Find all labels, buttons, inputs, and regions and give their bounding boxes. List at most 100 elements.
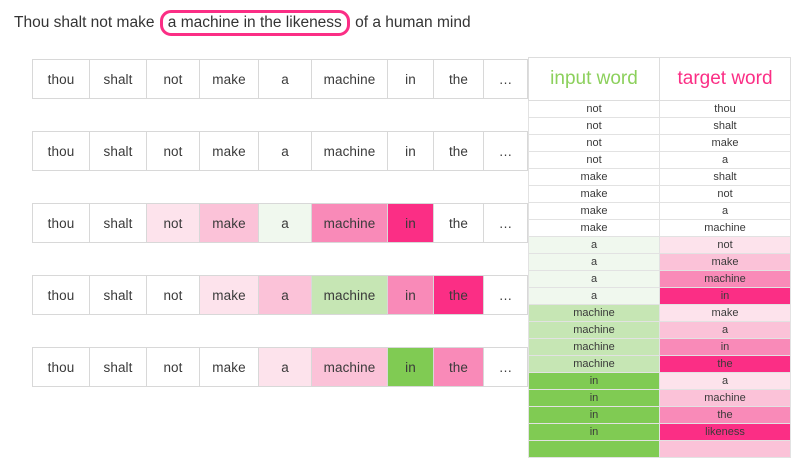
word-cell: shalt <box>89 203 146 243</box>
cell-target-word: make <box>659 253 791 271</box>
cell-target-word: shalt <box>659 168 791 186</box>
cell-input-word: make <box>528 168 660 186</box>
word-cell: the <box>433 59 483 99</box>
cell-input-word: not <box>528 151 660 169</box>
word-cell: not <box>146 347 199 387</box>
cell-target-word: not <box>659 185 791 203</box>
cell-target-word: a <box>659 372 791 390</box>
word-cell: make <box>199 131 258 171</box>
cell-target-word: the <box>659 355 791 373</box>
cell-target-word: in <box>659 287 791 305</box>
title-highlight-box: a machine in the likeness <box>159 9 350 37</box>
cell-input-word: make <box>528 202 660 220</box>
word-cell: not <box>146 131 199 171</box>
column-header-target-word: target word <box>659 57 791 101</box>
title-prefix: Thou shalt not make <box>14 14 155 31</box>
word-cell: in <box>387 347 433 387</box>
table-header-row: input word target word <box>528 57 791 101</box>
cell-input-word: a <box>528 236 660 254</box>
cell-target-word: machine <box>659 389 791 407</box>
word-cell: the <box>433 347 483 387</box>
word-cell: make <box>199 59 258 99</box>
word-cell: make <box>199 347 258 387</box>
word-cell: … <box>483 59 528 99</box>
word-cell: the <box>433 275 483 315</box>
word-cell: shalt <box>89 131 146 171</box>
word-cell: … <box>483 131 528 171</box>
word-cell: in <box>387 275 433 315</box>
word-cell: thou <box>32 347 89 387</box>
word-cell: make <box>199 203 258 243</box>
cell-input-word: machine <box>528 355 660 373</box>
cell-input-word <box>528 440 660 458</box>
cell-target-word: a <box>659 202 791 220</box>
word-cell: not <box>146 275 199 315</box>
cell-target-word: not <box>659 236 791 254</box>
cell-input-word: make <box>528 219 660 237</box>
cell-target-word: a <box>659 151 791 169</box>
cell-input-word: not <box>528 117 660 135</box>
cell-target-word: shalt <box>659 117 791 135</box>
word-cell: machine <box>311 203 387 243</box>
cell-input-word: in <box>528 389 660 407</box>
cell-input-word: in <box>528 423 660 441</box>
cell-target-word: machine <box>659 219 791 237</box>
cell-input-word: machine <box>528 321 660 339</box>
cell-target-word <box>659 440 791 458</box>
cell-input-word: a <box>528 270 660 288</box>
word-cell: machine <box>311 275 387 315</box>
word-cell: shalt <box>89 275 146 315</box>
column-header-input-word: input word <box>528 57 660 101</box>
cell-input-word: a <box>528 253 660 271</box>
word-cell: a <box>258 131 311 171</box>
page-title: Thou shalt not make a machine in the lik… <box>14 8 471 38</box>
word-cell: machine <box>311 347 387 387</box>
word-cell: in <box>387 203 433 243</box>
cell-input-word: machine <box>528 304 660 322</box>
word-cell: a <box>258 203 311 243</box>
cell-target-word: make <box>659 304 791 322</box>
cell-input-word: a <box>528 287 660 305</box>
word-cell: the <box>433 131 483 171</box>
word-cell: … <box>483 275 528 315</box>
cell-input-word: not <box>528 134 660 152</box>
word-cell: machine <box>311 59 387 99</box>
cell-input-word: in <box>528 406 660 424</box>
cell-input-word: make <box>528 185 660 203</box>
cell-target-word: make <box>659 134 791 152</box>
word-cell: in <box>387 59 433 99</box>
cell-target-word: the <box>659 406 791 424</box>
table-row <box>528 440 791 458</box>
title-suffix: of a human mind <box>355 14 471 31</box>
word-cell: thou <box>32 131 89 171</box>
cell-input-word: not <box>528 100 660 118</box>
word-cell: the <box>433 203 483 243</box>
word-cell: thou <box>32 203 89 243</box>
word-cell: make <box>199 275 258 315</box>
word-cell: a <box>258 59 311 99</box>
cell-target-word: a <box>659 321 791 339</box>
word-cell: … <box>483 347 528 387</box>
